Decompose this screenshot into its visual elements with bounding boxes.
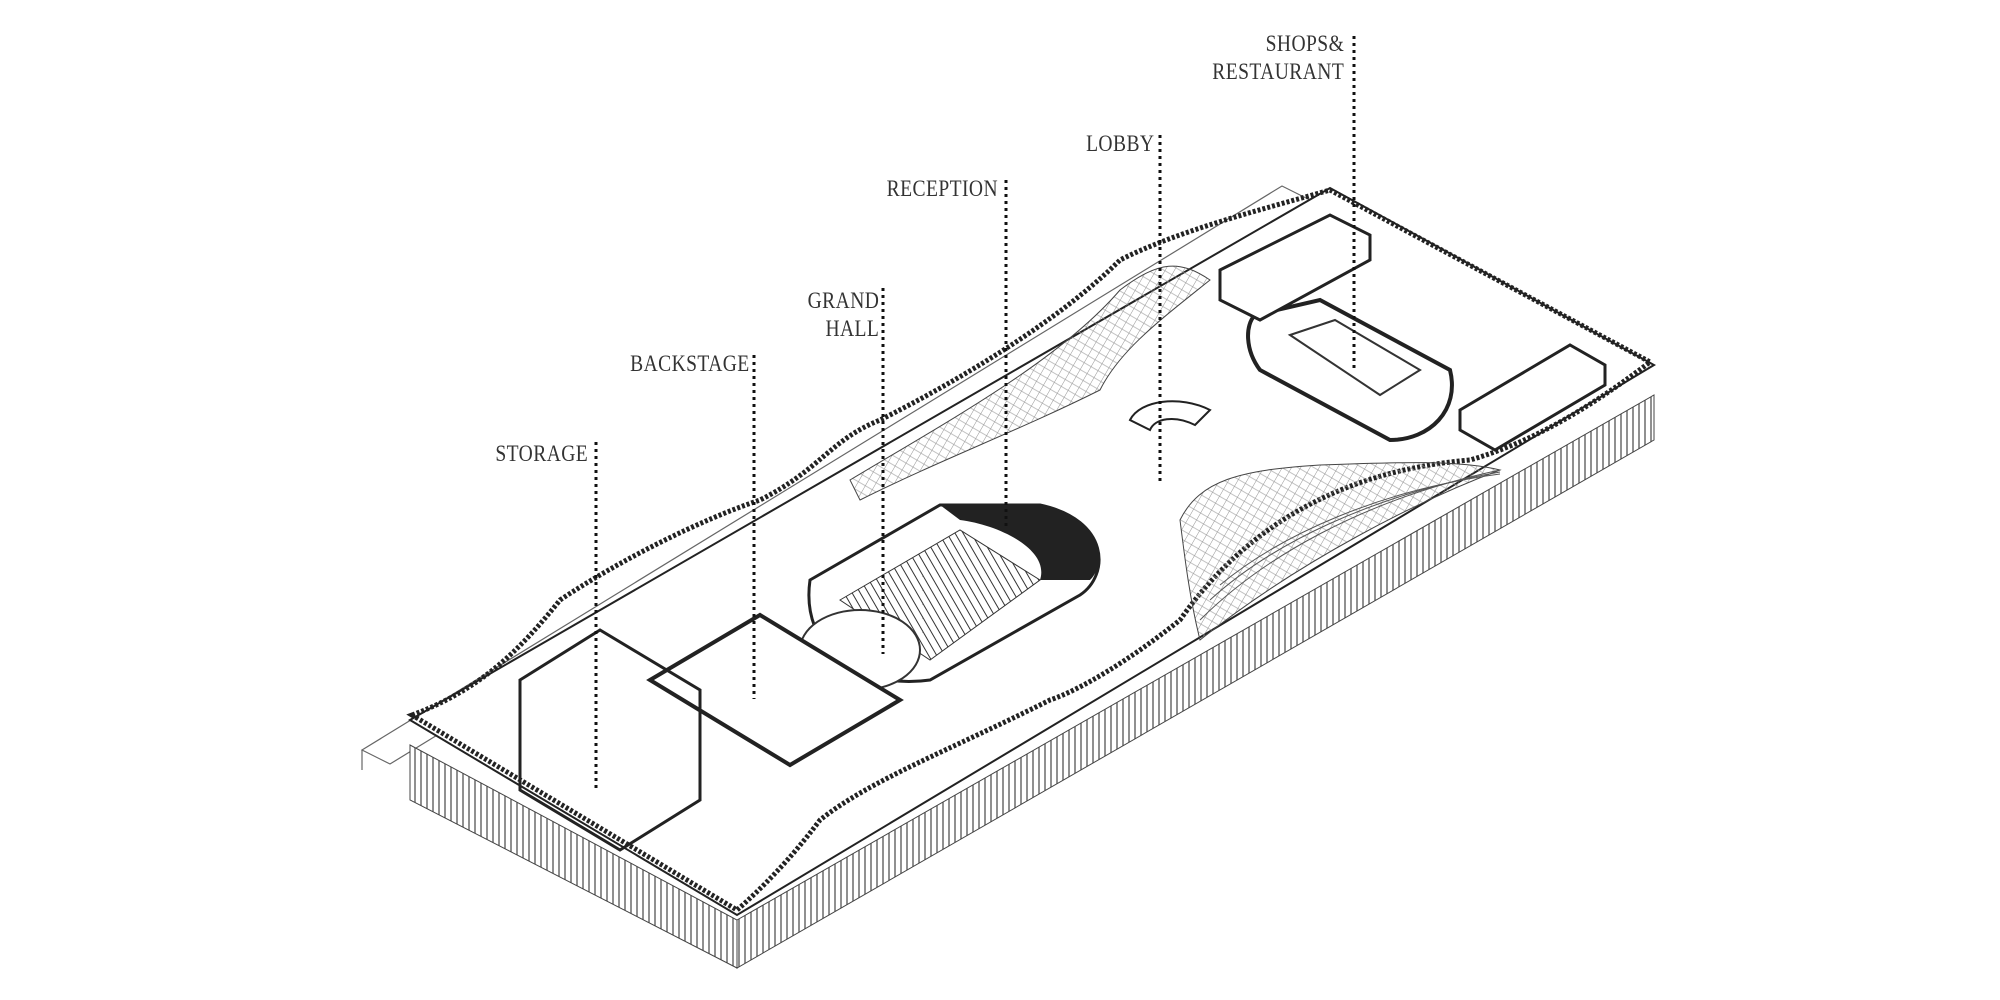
east-rooms bbox=[1458, 343, 1607, 452]
label-grand-hall: GRAND HALL bbox=[807, 287, 879, 343]
shops-rooms bbox=[1218, 213, 1372, 322]
label-reception: RECEPTION bbox=[886, 176, 998, 201]
label-storage: STORAGE bbox=[495, 441, 588, 466]
label-line: SHOPS& bbox=[1265, 31, 1344, 56]
lobby-stair bbox=[1128, 400, 1212, 432]
roof-contour-lines bbox=[1199, 469, 1501, 621]
lattice-roof-west bbox=[849, 265, 1211, 501]
perimeter-wall bbox=[406, 187, 1655, 914]
restaurant-block bbox=[1246, 297, 1454, 443]
facade-fins bbox=[409, 394, 1655, 969]
label-shops-restaurant: SHOPS& RESTAURANT bbox=[1212, 30, 1344, 86]
label-lobby: LOBBY bbox=[1085, 131, 1154, 156]
label-backstage: BACKSTAGE bbox=[630, 351, 750, 376]
label-line: HALL bbox=[825, 316, 879, 341]
label-line: RESTAURANT bbox=[1212, 59, 1344, 84]
backstage-block bbox=[646, 612, 904, 768]
label-line: GRAND bbox=[807, 288, 879, 313]
storage-block bbox=[518, 628, 702, 852]
lattice-roof-east bbox=[1179, 462, 1502, 641]
leader-lines bbox=[594, 36, 1356, 788]
